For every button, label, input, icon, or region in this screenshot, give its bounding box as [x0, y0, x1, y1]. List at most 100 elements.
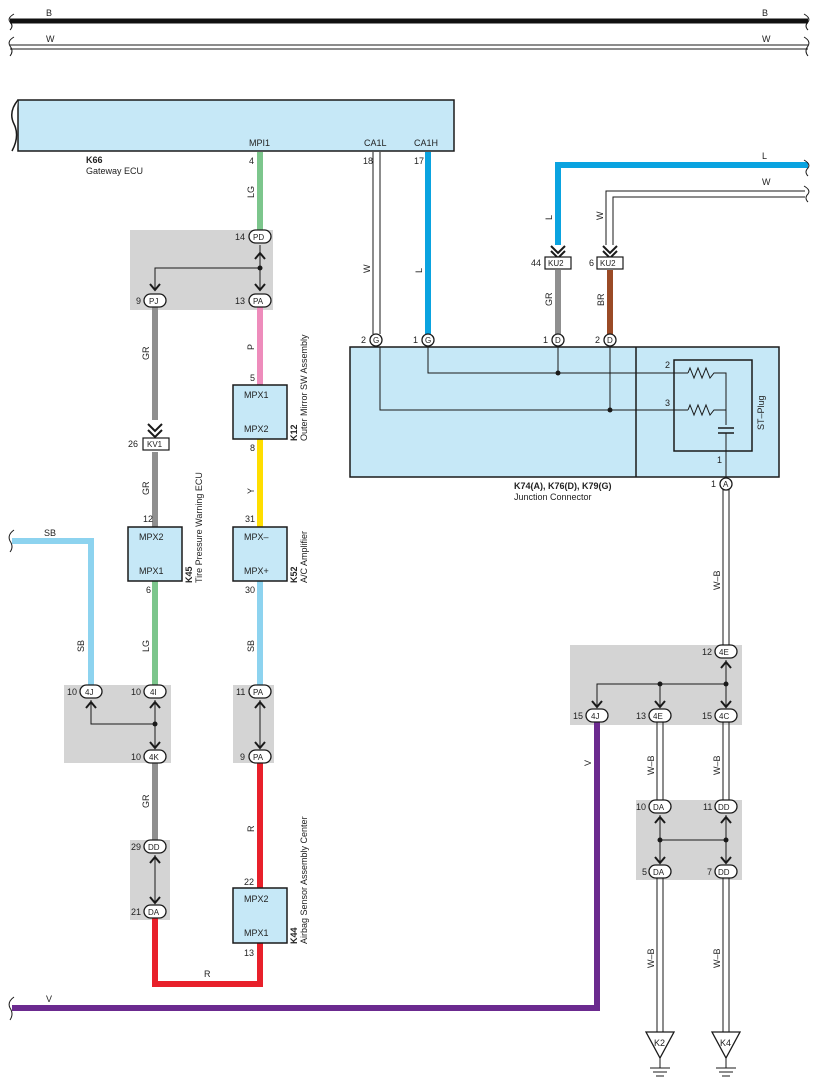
mirror-top: MPX1 [244, 390, 269, 400]
pin-4e2 [648, 708, 672, 723]
ku2b-label: KU2 [600, 259, 616, 268]
pin-d-1 [551, 333, 565, 347]
pin-a [719, 477, 733, 491]
pin-da3-label: DA [653, 868, 665, 877]
junction-code: K74(A), K76(D), K79(G) [514, 481, 612, 491]
pin-4j-num: 10 [67, 687, 77, 697]
pin-d-2-num: 2 [595, 335, 600, 345]
pin-da2-label: DA [653, 803, 665, 812]
bus-w [8, 36, 810, 57]
v-wire-end [8, 996, 15, 1021]
ac-code: K52 [289, 566, 299, 583]
bus-w-label-right: W [762, 34, 771, 44]
pin-4j [79, 684, 103, 699]
pin-da3 [648, 864, 672, 879]
ku2-connector-b [596, 245, 624, 270]
gateway-pin18: 18 [363, 156, 373, 166]
bus-w-label-left: W [46, 34, 55, 44]
pin-da [143, 904, 167, 919]
ac-amplifier [232, 526, 288, 582]
pin-pj [143, 293, 167, 308]
pin-pd [248, 229, 272, 244]
pin-4e2-num: 13 [636, 711, 646, 721]
tpw-pin-top: 12 [143, 514, 153, 524]
label-sb-b: SB [44, 528, 56, 538]
pin-da3-num: 5 [642, 867, 647, 877]
mirror-bottom: MPX2 [244, 424, 269, 434]
pin-da2 [648, 799, 672, 814]
airbag-sensor [232, 887, 288, 944]
tpw-pin-bottom: 6 [146, 585, 151, 595]
airbag-top: MPX2 [244, 894, 269, 904]
pin-dd-label: DD [148, 843, 160, 852]
pin-pa-label: PA [253, 297, 264, 306]
label-l-b: L [544, 215, 554, 220]
pin-d-1-num: 1 [543, 335, 548, 345]
airbag-bottom: MPX1 [244, 928, 269, 938]
junction-internal [379, 347, 734, 479]
pin-pa [248, 293, 272, 308]
label-gr-1: GR [141, 346, 151, 360]
jb6-internal [654, 815, 732, 865]
pin-pa2-num: 11 [236, 687, 245, 697]
pin-da-num: 21 [131, 907, 141, 917]
st-plug [673, 359, 753, 452]
pin-4j2 [585, 708, 609, 723]
gateway-code: K66 [86, 155, 103, 165]
label-gr-3: GR [141, 794, 151, 808]
gateway-pin17: 17 [414, 156, 424, 166]
sb-wire-end [8, 529, 15, 553]
mirror-pin-top: 5 [250, 373, 255, 383]
pin-4c-num: 15 [702, 711, 712, 721]
label-w-b: W [595, 211, 605, 220]
ac-pin-bottom: 30 [245, 585, 255, 595]
pin-a-label: A [723, 480, 729, 489]
resistor-pin-1: 1 [717, 455, 722, 465]
pin-4c [714, 708, 738, 723]
label-gr-4: GR [544, 292, 554, 306]
gateway-mpi1: MPI1 [249, 138, 270, 148]
pin-pa-num: 13 [235, 296, 245, 306]
label-r-b: R [204, 969, 211, 979]
gateway-ca1h: CA1H [414, 138, 438, 148]
pin-4e-num: 12 [702, 647, 712, 657]
pin-g-2 [369, 333, 383, 347]
ku2-connector-a [544, 245, 572, 270]
ac-name: A/C Amplifier [299, 531, 309, 583]
pin-dd3-num: 7 [707, 867, 712, 877]
wire-sb-left [12, 538, 94, 685]
pin-pa3-label: PA [253, 753, 264, 762]
resistor-pin-2: 2 [665, 360, 670, 370]
pin-4j-label: 4J [85, 688, 93, 697]
gateway-ecu [11, 99, 455, 152]
kv1-num: 26 [128, 439, 138, 449]
mirror-pin-bottom: 8 [250, 443, 255, 453]
jb4-internal [149, 855, 161, 905]
pin-pj-label: PJ [149, 297, 158, 306]
pin-g-1 [421, 333, 435, 347]
label-p: P [246, 344, 256, 350]
label-sb-a: SB [246, 640, 256, 652]
jb5-internal [591, 660, 732, 709]
pin-da-label: DA [148, 908, 160, 917]
pin-4e-label: 4E [719, 648, 729, 657]
ac-bottom: MPX+ [244, 566, 269, 576]
pin-4j2-label: 4J [591, 712, 599, 721]
kv1-label: KV1 [147, 440, 163, 449]
label-v-a: V [46, 994, 52, 1004]
label-wb-5: W–B [712, 948, 722, 968]
bus-b-label-right: B [762, 8, 768, 18]
wires [12, 152, 808, 1011]
airbag-pin-top: 22 [244, 877, 254, 887]
pin-dd-num: 29 [131, 842, 141, 852]
label-r-a: R [246, 825, 256, 832]
ku2a-num: 44 [531, 258, 541, 268]
junction-name: Junction Connector [514, 492, 592, 502]
pin-dd3 [714, 864, 738, 879]
pin-a-num: 1 [711, 479, 716, 489]
pin-4c-label: 4C [719, 712, 729, 721]
gateway-ca1l: CA1L [364, 138, 387, 148]
airbag-code: K44 [289, 927, 299, 944]
pin-dd2-label: DD [718, 803, 730, 812]
